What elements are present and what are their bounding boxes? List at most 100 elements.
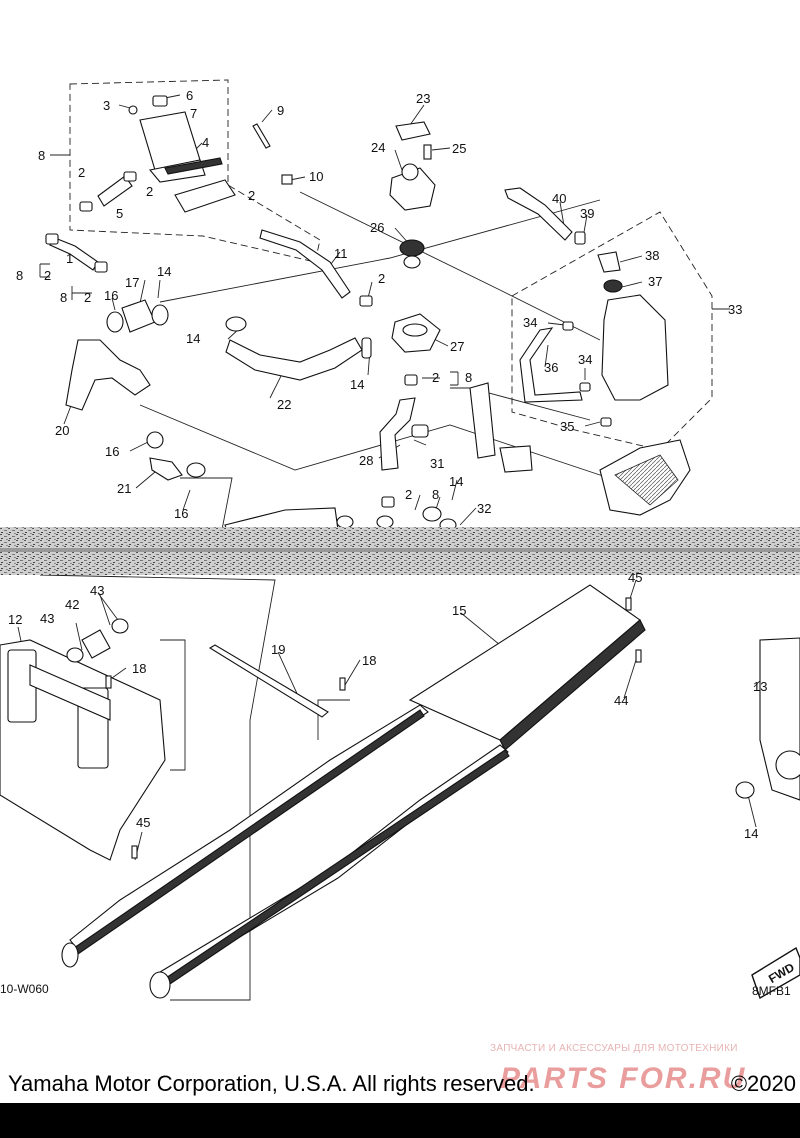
- part-clamp-21: [186, 462, 206, 478]
- part-27-housing: [391, 313, 441, 353]
- part-18-screw-a: [105, 675, 112, 689]
- label-2-a: 2: [78, 165, 85, 180]
- label-8-l1: 8: [16, 268, 23, 283]
- label-27: 27: [450, 339, 464, 354]
- part-clips-2-left: [45, 233, 108, 273]
- part-44-screw: [635, 649, 642, 663]
- label-2-l1: 2: [44, 268, 51, 283]
- part-16-clamp-b: [146, 431, 164, 449]
- part-20-hose: [65, 339, 151, 411]
- part-36-hose: [519, 327, 583, 403]
- label-43-a: 43: [90, 583, 104, 598]
- label-16-c: 16: [174, 506, 188, 521]
- label-8-f: 8: [432, 487, 439, 502]
- part-24-housing: [389, 163, 436, 211]
- label-14-c: 14: [350, 377, 364, 392]
- part-10-nut: [281, 174, 293, 185]
- label-2-l2: 2: [84, 290, 91, 305]
- copyright-year: ©2020: [730, 1071, 796, 1096]
- label-11: 11: [334, 246, 348, 261]
- part-clamp-2-28: [381, 496, 395, 508]
- label-14-d: 14: [449, 474, 463, 489]
- fwd-arrow-icon: FWD: [751, 946, 800, 1000]
- part-34-clip-b: [579, 382, 591, 392]
- label-2-c: 2: [248, 188, 255, 203]
- part-9-bolt: [252, 123, 271, 149]
- part-rail-left: [61, 704, 429, 968]
- label-21: 21: [117, 481, 131, 496]
- label-8-l2: 8: [60, 290, 67, 305]
- label-14-e: 14: [744, 826, 758, 841]
- label-25: 25: [452, 141, 466, 156]
- label-15: 15: [452, 603, 466, 618]
- label-8-top: 8: [38, 148, 45, 163]
- part-26-thermostat: [399, 239, 425, 269]
- part-mount-right: [499, 445, 533, 473]
- group-8-dashed-outline: [69, 79, 321, 263]
- label-16-b: 16: [105, 444, 119, 459]
- part-37-cap: [603, 279, 623, 293]
- copyright-text: Yamaha Motor Corporation, U.S.A. All rig…: [8, 1071, 535, 1096]
- label-43-b: 43: [40, 611, 54, 626]
- part-21-elbow: [149, 457, 183, 481]
- part-14-clamp-c: [361, 337, 372, 359]
- part-shroud-right: [599, 439, 691, 516]
- scan-glitch-band-line: [0, 548, 800, 552]
- label-2-f: 2: [405, 487, 412, 502]
- label-20: 20: [55, 423, 69, 438]
- footer: Yamaha Motor Corporation, U.S.A. All rig…: [0, 1068, 800, 1100]
- part-14-clamp-b: [225, 316, 247, 332]
- label-42: 42: [65, 597, 79, 612]
- label-18-b: 18: [362, 653, 376, 668]
- label-19: 19: [271, 642, 285, 657]
- part-clip-2b: [123, 171, 137, 182]
- diagram-code-left: 10-W060: [0, 982, 49, 996]
- part-12-frame: [0, 639, 166, 861]
- part-43-clamp-a: [66, 647, 84, 663]
- label-33: 33: [728, 302, 742, 317]
- part-33-reservoir: [601, 294, 669, 401]
- label-39: 39: [580, 206, 594, 221]
- part-34-clip-a: [562, 321, 574, 331]
- watermark-tagline: ЗАПЧАСТИ И АКСЕССУАРЫ ДЛЯ МОТОТЕХНИКИ: [490, 1043, 738, 1054]
- label-45-b: 45: [136, 815, 150, 830]
- group-33-dashed-outline: [511, 211, 713, 451]
- part-clip-2a: [79, 201, 93, 212]
- part-25-bolt: [423, 144, 432, 160]
- label-23: 23: [416, 91, 430, 106]
- label-17: 17: [125, 275, 139, 290]
- part-rail-right: [149, 744, 510, 999]
- watermark-logo: PARTS FOR.RU: [500, 1062, 747, 1095]
- label-22: 22: [277, 397, 291, 412]
- part-43-clamp-b: [111, 618, 129, 634]
- part-42-sleeve: [81, 629, 111, 659]
- part-14-clamp-e: [735, 781, 755, 799]
- label-45-a: 45: [628, 570, 642, 585]
- leader-lines: [17, 94, 781, 1001]
- part-clamp-2-27: [404, 374, 418, 386]
- label-3: 3: [103, 98, 110, 113]
- part-40-hose: [504, 187, 573, 241]
- label-2-d: 2: [378, 271, 385, 286]
- label-7: 7: [190, 106, 197, 121]
- label-40: 40: [552, 191, 566, 206]
- part-22-hose: [225, 337, 363, 381]
- part-16-clamp: [106, 311, 124, 333]
- label-1: 1: [66, 251, 73, 266]
- label-2-b: 2: [146, 184, 153, 199]
- label-13: 13: [753, 679, 767, 694]
- label-44: 44: [614, 693, 628, 708]
- label-12: 12: [8, 612, 22, 627]
- part-45-screw-b: [625, 597, 632, 611]
- label-31: 31: [430, 456, 444, 471]
- part-23-gasket: [395, 121, 431, 141]
- part-labels: 3 6 7 9 8 4 2 2 5 10 2 8 2 1 8 2 17 14 1…: [0, 88, 791, 998]
- part-4-tank-body: [139, 111, 236, 213]
- label-32: 32: [477, 501, 491, 516]
- label-34-a: 34: [523, 315, 537, 330]
- label-34-b: 34: [578, 352, 592, 367]
- label-18-a: 18: [132, 661, 146, 676]
- label-9: 9: [277, 103, 284, 118]
- label-14-b: 14: [186, 331, 200, 346]
- bottom-bar: [0, 1103, 800, 1138]
